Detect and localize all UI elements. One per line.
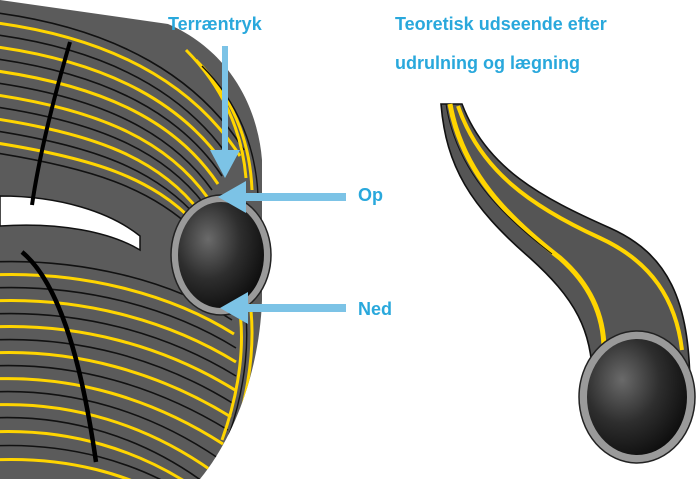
label-teoretisk-line2: udrulning og lægning bbox=[395, 54, 580, 72]
label-ned: Ned bbox=[358, 300, 392, 318]
label-terraentryk: Terræntryk bbox=[168, 15, 262, 33]
laid-pipe-cross-section bbox=[579, 331, 695, 463]
label-teoretisk-line1: Teoretisk udseende efter bbox=[395, 15, 607, 33]
label-op: Op bbox=[358, 186, 383, 204]
coil-pipe-cross-section bbox=[171, 195, 271, 315]
